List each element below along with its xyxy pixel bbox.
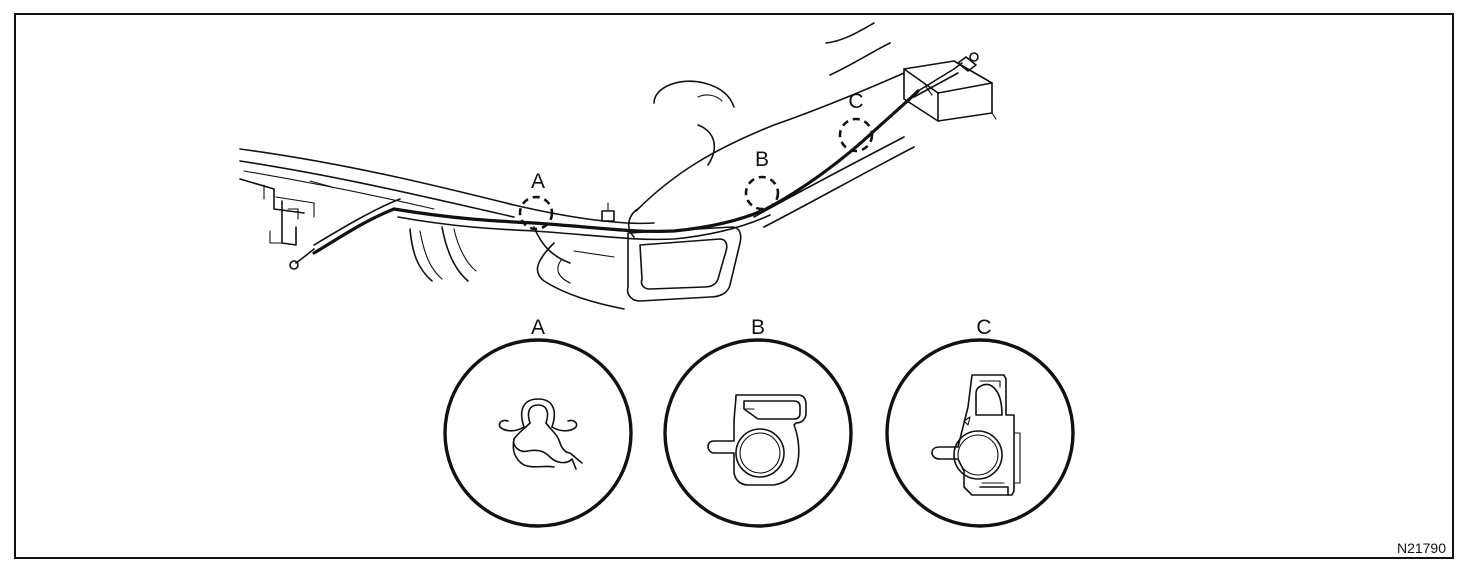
detail-a-circle [443,338,633,528]
detail-c-label: C [976,316,991,339]
cable-clamp-icon [707,394,807,486]
cable-routing-diagram: A B C A B [239,22,1446,556]
detail-a: A [443,316,633,528]
callout-marker-a: A [518,170,554,231]
vehicle-underbody-drawing [239,22,997,310]
callout-marker-b: B [744,148,780,211]
cable-bracket-clamp-icon [931,374,1021,496]
callout-marker-c: C [838,90,874,153]
wire-clip-icon [498,398,583,470]
detail-b-label: B [751,316,765,339]
callout-label-c: C [848,90,863,113]
detail-a-label: A [531,316,545,339]
detail-b: B [663,316,853,528]
callout-label-a: A [531,170,545,193]
diagram-frame: A B C A B [14,13,1454,559]
frame-border [14,13,1454,559]
callout-label-b: B [755,148,769,171]
figure-code: N21790 [1397,540,1446,556]
detail-c-circle [885,338,1075,528]
detail-c: C [885,316,1075,528]
parking-brake-cable [289,52,979,270]
